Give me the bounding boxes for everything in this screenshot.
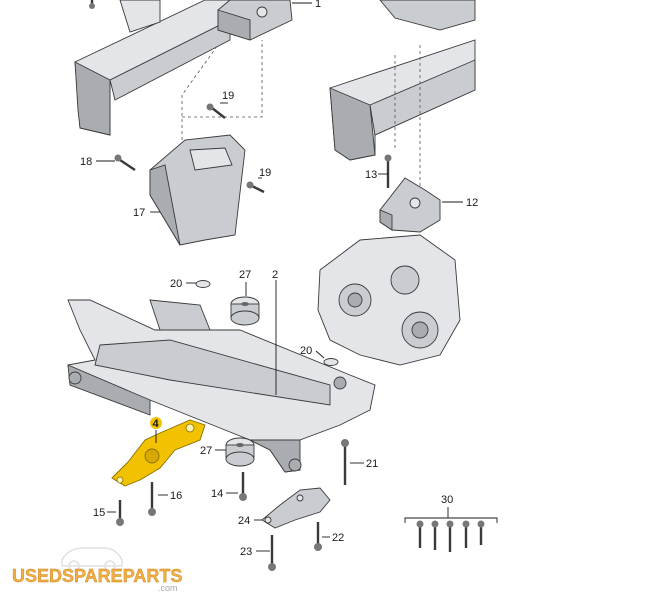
bolts xyxy=(89,0,485,571)
rubber-bush-upper xyxy=(230,296,260,326)
torque-support-highlighted xyxy=(111,419,206,487)
bracket-17 xyxy=(149,134,246,246)
callout-23: 23 xyxy=(240,546,252,558)
callout-15: 15 xyxy=(93,507,105,519)
callout-2: 2 xyxy=(272,269,278,281)
callout-4-badge: 4 xyxy=(150,417,162,430)
callout-1: 1 xyxy=(315,0,321,10)
watermark-brand: USEDSPAREPARTS xyxy=(12,566,182,586)
washer-20-right xyxy=(323,358,339,366)
callout-labels: 1 19 18 17 19 13 12 20 27 2 20 4 27 21 1… xyxy=(80,0,478,558)
callout-13: 13 xyxy=(365,169,377,181)
callout-30: 30 xyxy=(441,494,453,506)
washer-20-left xyxy=(195,280,211,288)
callout-18: 18 xyxy=(80,156,92,168)
watermark-car-icon xyxy=(61,547,123,572)
watermark-domain: .com xyxy=(158,583,178,593)
callout-20-right: 20 xyxy=(300,345,312,357)
bracket-24 xyxy=(261,487,331,529)
callout-22: 22 xyxy=(332,532,344,544)
callout-4: 4 xyxy=(153,418,160,430)
leader-lines xyxy=(96,2,498,552)
watermark-logo: USEDSPAREPARTS .com xyxy=(12,547,183,593)
callout-20-left: 20 xyxy=(170,278,182,290)
callout-17: 17 xyxy=(133,207,145,219)
left-chassis-rail xyxy=(74,0,231,136)
callout-16: 16 xyxy=(170,490,182,502)
callout-27-upper: 27 xyxy=(239,269,251,281)
callout-21: 21 xyxy=(366,458,378,470)
callout-12: 12 xyxy=(466,197,478,209)
engine-mount-top xyxy=(217,0,293,41)
callout-19-right: 19 xyxy=(259,167,271,179)
gearbox-housing xyxy=(317,234,461,366)
callout-14: 14 xyxy=(211,488,223,500)
rubber-bush-lower xyxy=(225,437,255,467)
right-chassis-rail xyxy=(329,0,476,161)
callout-27-lower: 27 xyxy=(200,445,212,457)
callout-24: 24 xyxy=(238,515,250,527)
subframe xyxy=(67,299,376,473)
guide-lines-upper xyxy=(181,40,421,190)
gearbox-bracket-12 xyxy=(379,177,441,233)
callout-19-top: 19 xyxy=(222,90,234,102)
